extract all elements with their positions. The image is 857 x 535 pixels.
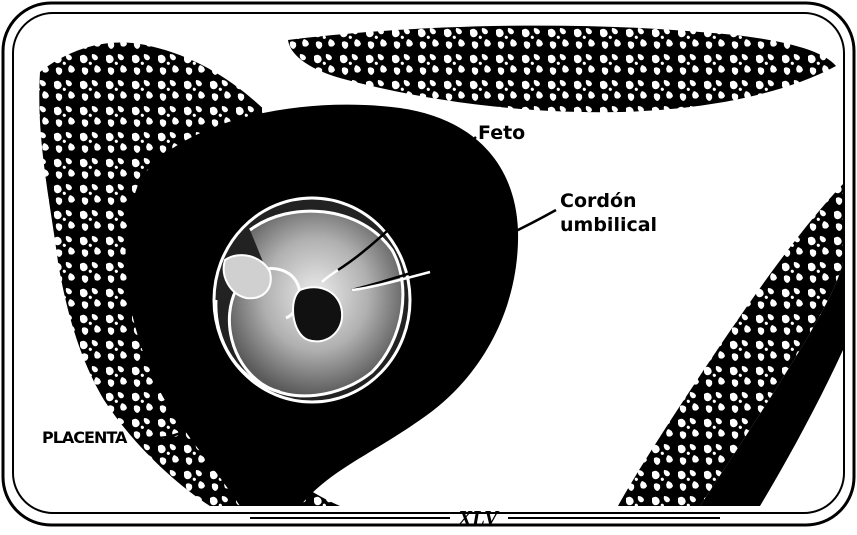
feto-label: Feto [478,124,525,143]
fetus [214,198,410,402]
cordon-label-line2: umbilical [560,216,657,235]
cordon-label-line1: Cordón [560,192,637,211]
plate-number: XLV [458,508,498,529]
placenta-label: PLACENTA [42,430,126,446]
